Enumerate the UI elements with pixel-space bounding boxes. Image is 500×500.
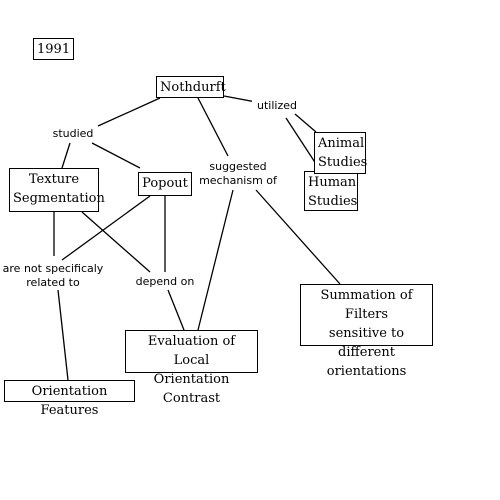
edge-texture-dependon <box>81 211 151 273</box>
concept-orientation-features: Orientation Features <box>4 380 135 418</box>
edge-nothdurft-suggested <box>197 97 229 157</box>
edge-nothdurft-utilized <box>223 95 257 103</box>
edge-utilized-animal <box>294 113 317 133</box>
concept-popout: Popout <box>138 172 192 196</box>
concept-summation-of-filters: Summation of Filters sensitive to differ… <box>300 284 433 379</box>
link-suggested-mechanism-of: suggested mechanism of <box>193 160 283 188</box>
link-depend-on: depend on <box>130 275 200 289</box>
concept-evaluation-local-orientation-contrast: Evaluation of Local Orientation Contrast <box>125 330 258 406</box>
concept-human-studies: Human Studies <box>304 171 358 211</box>
edge-popout-notrelated <box>61 195 151 261</box>
edge-suggested-evaluation <box>197 189 234 331</box>
concept-animal-studies: Animal Studies <box>314 132 367 174</box>
link-utilized: utilized <box>252 99 302 113</box>
year-label: 1991 <box>33 38 74 60</box>
edge-suggested-summation <box>255 189 341 285</box>
concept-texture-segmentation: Texture Segmentation <box>9 168 105 212</box>
edge-dependon-evaluation <box>167 289 185 331</box>
edge-studied-texture <box>61 142 71 169</box>
edge-studied-popout <box>91 142 141 169</box>
link-studied: studied <box>46 127 100 141</box>
concept-nothdurft: Nothdurft <box>156 76 226 98</box>
edge-nothdurft-studied <box>97 97 161 127</box>
link-not-specifically-related-to: are not specificaly related to <box>0 262 106 290</box>
edge-notrelated-orientation <box>57 289 69 381</box>
